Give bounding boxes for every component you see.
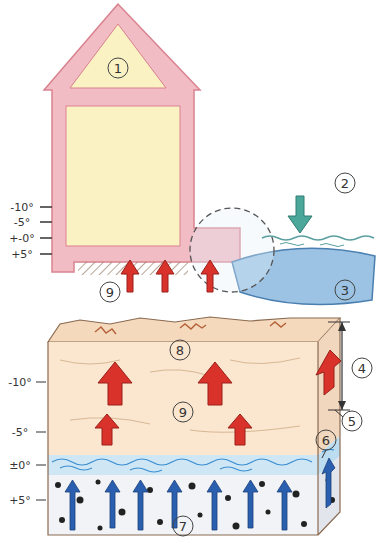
gravel-stone — [198, 513, 203, 518]
attic — [70, 24, 166, 88]
water-arrow — [65, 480, 80, 530]
temperature-label: -10° — [8, 376, 31, 389]
callout-number: 6 — [316, 430, 337, 451]
temperature-tick — [40, 207, 52, 254]
frost-scribble — [95, 322, 286, 334]
heave-arrow — [156, 260, 174, 292]
gravel-stone — [157, 519, 163, 525]
gravel-stone — [98, 526, 103, 531]
gravel-stone — [293, 491, 300, 498]
callout-number: 1 — [108, 58, 129, 79]
soil-texture — [60, 358, 300, 432]
gravel-stone — [266, 510, 271, 515]
dimension-arrowhead — [338, 401, 346, 410]
temperature-tick — [36, 382, 46, 500]
gravel-stone — [189, 483, 196, 490]
callout-number: 7 — [173, 516, 194, 537]
callout-number: 8 — [170, 340, 191, 361]
heave-arrow — [316, 350, 341, 395]
heave-arrow — [228, 414, 252, 445]
ice-lens — [52, 449, 334, 472]
gravel-stone — [55, 482, 61, 488]
temperature-label: ±0° — [9, 459, 31, 472]
gravel-stone — [59, 517, 65, 523]
dimension-arrowhead — [338, 322, 346, 331]
water-arrow — [277, 480, 292, 530]
detail-circle — [190, 208, 274, 292]
gravel-stone — [96, 480, 101, 485]
block-outline — [48, 318, 340, 535]
gravel-stone — [77, 497, 84, 504]
heave-arrow — [95, 414, 119, 445]
temperature-label: +-0° — [9, 232, 35, 245]
room — [66, 106, 180, 246]
water-arrows — [65, 458, 335, 530]
block-top — [48, 317, 340, 342]
water-arrow — [133, 480, 148, 530]
temperature-label: -10° — [10, 201, 33, 214]
heave-arrow — [201, 260, 219, 292]
heave-arrow — [98, 362, 132, 405]
callout-number: 2 — [335, 173, 356, 194]
callout-number: 3 — [335, 280, 356, 301]
callout-number: 5 — [342, 411, 363, 432]
rain-arrow — [288, 196, 312, 233]
temperature-label: +5° — [11, 248, 33, 261]
gravel-stone — [225, 495, 231, 501]
gravel-stone — [119, 509, 126, 516]
temperature-label: +5° — [9, 494, 31, 507]
heave-arrows — [95, 350, 341, 445]
gravel-stone — [233, 523, 240, 530]
water-ripple — [280, 243, 344, 247]
gravel — [55, 478, 335, 531]
callout-number: 9 — [100, 282, 121, 303]
water-arrow — [243, 480, 258, 528]
temperature-label: -5° — [14, 216, 30, 229]
water-arrow — [105, 480, 120, 528]
dimension-line — [328, 322, 350, 410]
gravel-stone — [259, 481, 265, 487]
heave-arrow — [198, 362, 232, 405]
temperature-label: -5° — [12, 426, 28, 439]
frozen-zone — [48, 342, 318, 455]
callout-number: 4 — [352, 358, 373, 379]
water-arrow — [322, 458, 335, 508]
callout-number: 9 — [173, 402, 194, 423]
water-arrow — [207, 480, 222, 530]
gravel-stone — [301, 521, 307, 527]
heave-arrow — [121, 260, 139, 292]
water-surface — [262, 236, 374, 240]
